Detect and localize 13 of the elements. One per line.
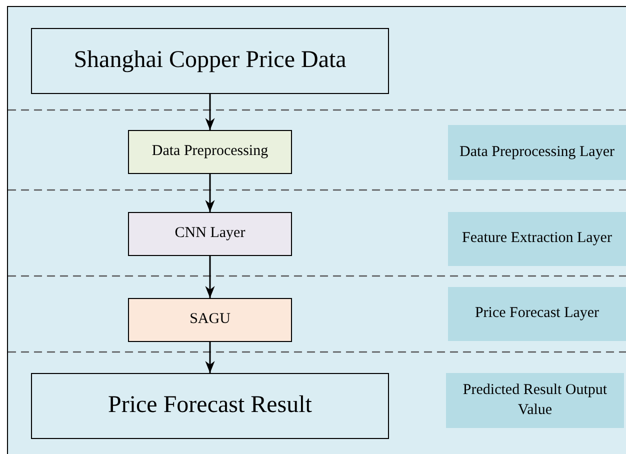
process-box: Data Preprocessing [128, 130, 292, 174]
process-box: CNN Layer [128, 212, 292, 256]
arrow [205, 94, 215, 130]
process-box: SAGU [128, 298, 292, 342]
arrow [205, 174, 215, 212]
process-box: Price Forecast Result [31, 373, 389, 439]
layer-label-box: Price Forecast Layer [448, 287, 626, 341]
layer-label-box: Data Preprocessing Layer [448, 125, 626, 180]
process-box: Shanghai Copper Price Data [31, 28, 389, 94]
arrow [205, 342, 215, 373]
layer-label-box: Predicted Result Output Value [446, 373, 624, 428]
arrow [205, 256, 215, 298]
layer-label-box: Feature Extraction Layer [448, 212, 626, 266]
